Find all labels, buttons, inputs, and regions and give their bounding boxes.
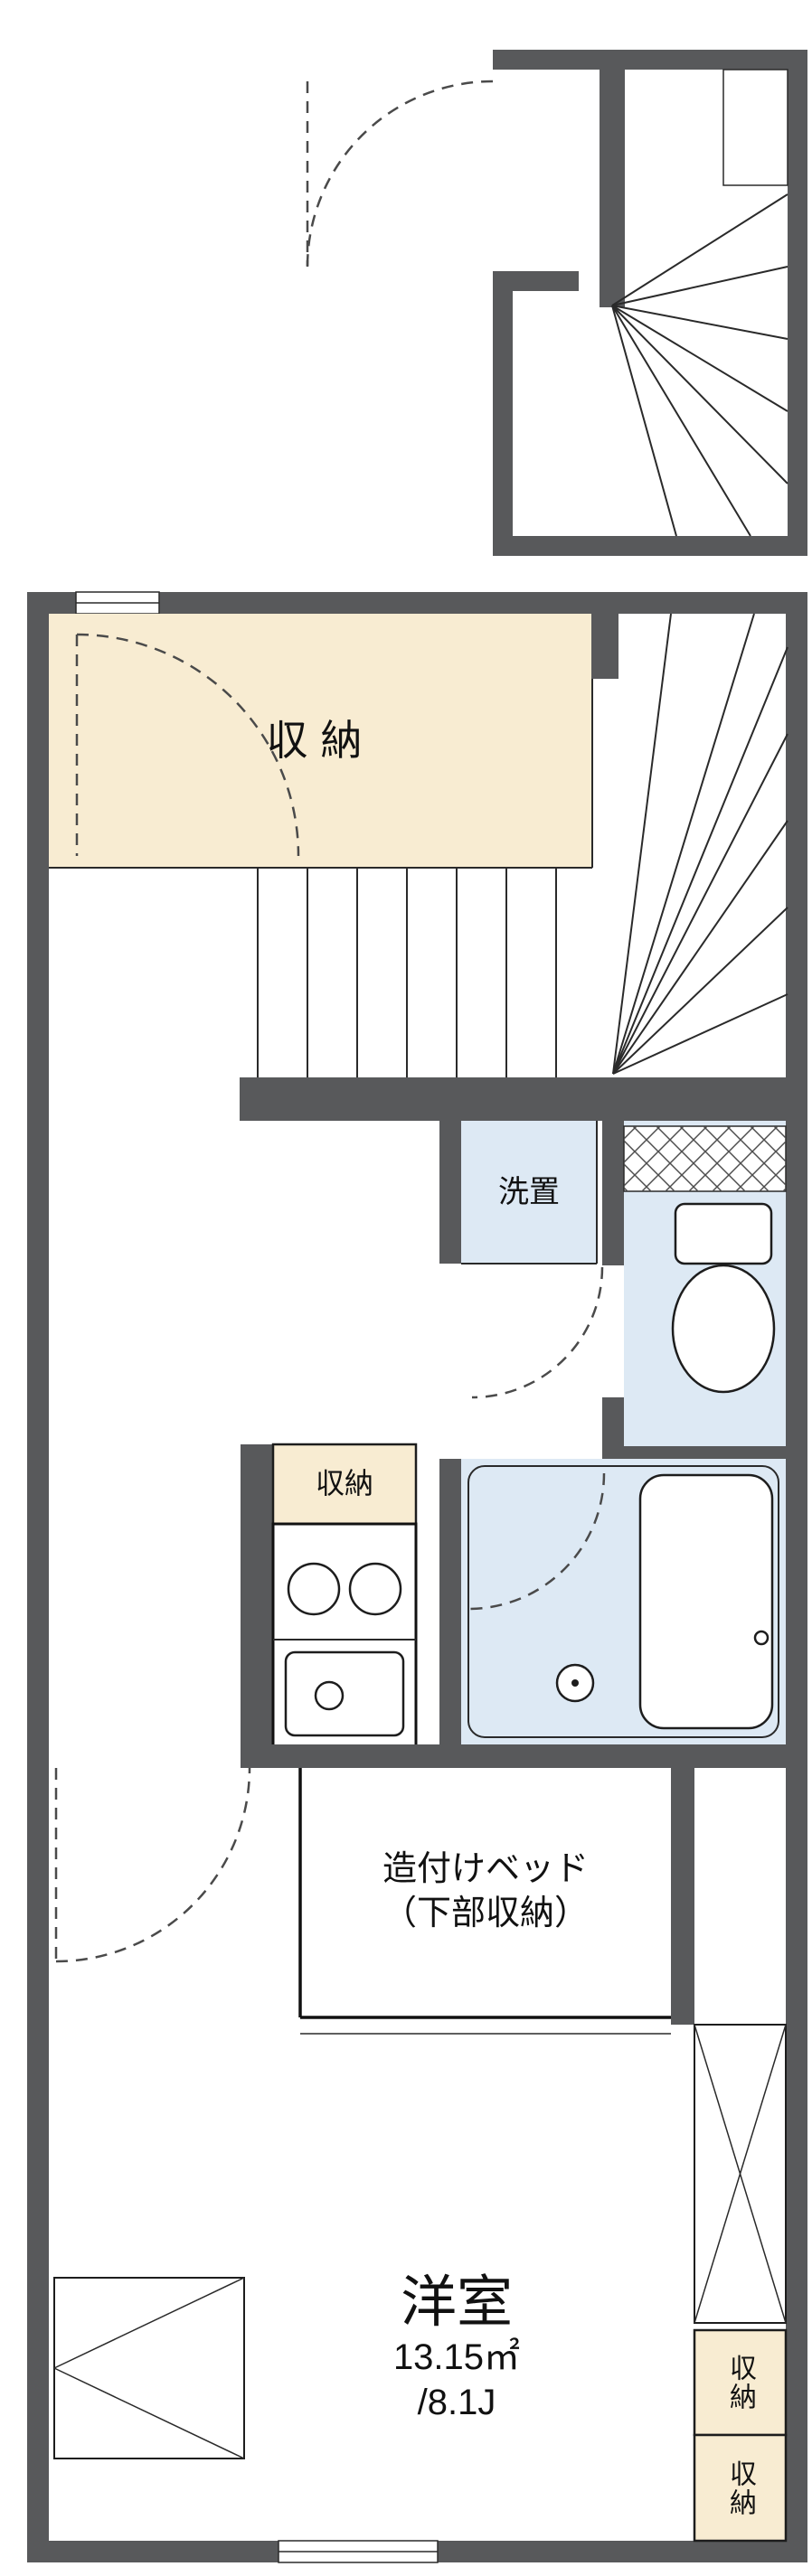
stair-step-line	[612, 646, 788, 1075]
sink-drain	[314, 1680, 345, 1711]
toilet-shelf	[623, 1125, 787, 1192]
toilet-bowl	[671, 1264, 776, 1394]
wall	[240, 1077, 807, 1121]
room-info: 洋室 13.15㎡ /8.1J	[231, 2270, 683, 2460]
right-closet-top-text: 収納	[725, 2354, 755, 2411]
stove-burner	[287, 1562, 341, 1616]
laundry-label: 洗置	[498, 1174, 560, 1209]
door-jamb-wall	[493, 271, 579, 291]
room-name-label: 洋室	[400, 2271, 513, 2334]
stair-step-line	[611, 305, 788, 412]
upper-winder-steps	[611, 193, 788, 537]
wall	[671, 1768, 694, 2025]
entrance-door-arc	[306, 80, 494, 268]
upper-block-floor	[493, 50, 807, 556]
hall-door-arc	[471, 1266, 604, 1399]
stove-burner	[348, 1562, 402, 1616]
bay-window-box	[53, 2277, 245, 2459]
stair-step-line	[612, 613, 672, 1075]
stair-step-line	[612, 907, 788, 1075]
stair-newel-wall	[591, 614, 618, 679]
toilet-fixture	[671, 1202, 776, 1394]
wall	[439, 1459, 461, 1744]
stair-step-line	[611, 305, 751, 537]
pipe-space-box	[694, 2024, 787, 2324]
right-closet-bottom-text: 収納	[725, 2458, 755, 2517]
bay-window-outline	[53, 2277, 245, 2459]
upper-stair-block	[306, 50, 807, 556]
built-in-bed	[298, 1768, 694, 2035]
bathtub	[638, 1473, 774, 1730]
wall	[241, 1744, 807, 1768]
kitchen-sink	[284, 1650, 405, 1737]
stair-step-line	[611, 305, 788, 484]
wall	[786, 592, 807, 2562]
wall	[439, 1121, 461, 1264]
hall-closet-box	[271, 1443, 418, 1526]
right-closet-bottom-label: 収納	[694, 2435, 786, 2541]
toilet-tank	[674, 1202, 773, 1265]
shelf-hatch	[624, 1126, 786, 1191]
stair-landing	[722, 69, 788, 186]
window-top	[75, 591, 160, 615]
lower-winder-steps	[612, 613, 788, 1075]
bed-label-line1: 造付けベッド	[382, 1849, 589, 1888]
straight-stair-run	[257, 868, 557, 1077]
bed-label: 造付けベッド （下部収納）	[300, 1768, 671, 2016]
right-closet-bottom-box	[693, 2433, 788, 2543]
stair-step-line	[612, 613, 755, 1075]
right-closet-top-box	[693, 2328, 788, 2437]
stair-step-line	[611, 193, 788, 306]
stair-step-line	[611, 305, 677, 537]
wall	[493, 536, 807, 556]
fold-line	[53, 2277, 245, 2369]
wall	[602, 1397, 624, 1446]
main-unit	[27, 591, 807, 2563]
stair-step-line	[612, 993, 788, 1075]
laundry-area	[461, 1121, 597, 1264]
stair-newel-wall	[600, 50, 625, 307]
stair-step-line	[611, 266, 788, 306]
bathtub-drain	[753, 1630, 770, 1646]
wall	[241, 1444, 273, 1746]
room-area-m2: 13.15㎡	[392, 2337, 521, 2378]
kitchen	[271, 1522, 418, 1748]
window-bottom	[278, 2540, 439, 2563]
stair-step-line	[611, 305, 788, 340]
bathroom	[439, 1459, 786, 1744]
stair-step-line	[612, 733, 788, 1075]
cross-line	[694, 2024, 787, 2324]
unit-bath-shell	[467, 1465, 779, 1738]
stair-step-line	[612, 820, 788, 1075]
closet-door-arc	[76, 633, 300, 857]
fold-line	[53, 2367, 245, 2459]
room-door-arc	[55, 1767, 251, 1963]
wall	[493, 271, 513, 556]
wall	[788, 50, 807, 556]
right-closet-top-label: 収納	[694, 2330, 786, 2435]
wall	[602, 1121, 624, 1265]
wall	[493, 50, 807, 70]
bath-door-arc	[467, 1472, 606, 1611]
room-area-jo: /8.1J	[417, 2383, 496, 2423]
bed-label-line2: （下部収納）	[382, 1894, 589, 1932]
hall-closet-label: 収納	[315, 1467, 373, 1500]
wall	[27, 592, 49, 2562]
upper-closet-label: 収納	[266, 716, 375, 764]
floor-drain-dot	[571, 1679, 579, 1687]
upper-closet-area	[49, 614, 592, 868]
